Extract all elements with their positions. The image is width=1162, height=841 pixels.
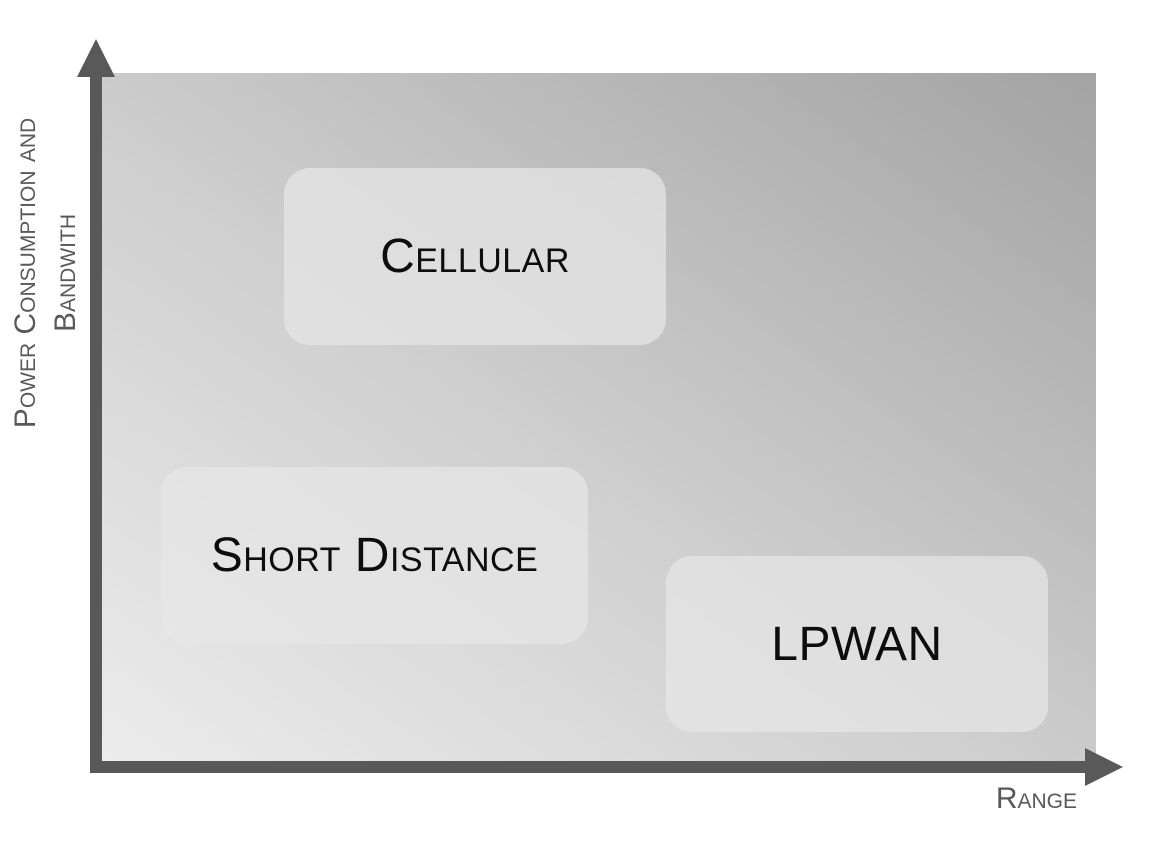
cellular-label: Cellular — [380, 230, 570, 283]
y-axis-label: Power Consumption and Bandwith — [9, 117, 82, 429]
short-distance-box: Short Distance — [161, 467, 588, 644]
y-axis-arrowhead — [77, 39, 115, 77]
x-axis-line — [90, 761, 1088, 773]
short-distance-label: Short Distance — [210, 529, 539, 582]
y-axis-line — [90, 70, 102, 773]
x-axis-label: Range — [995, 782, 1077, 815]
lpwan-box: LPWAN — [666, 556, 1048, 732]
x-axis-arrowhead — [1085, 748, 1123, 786]
cellular-box: Cellular — [284, 168, 666, 345]
lpwan-label: LPWAN — [771, 617, 943, 671]
